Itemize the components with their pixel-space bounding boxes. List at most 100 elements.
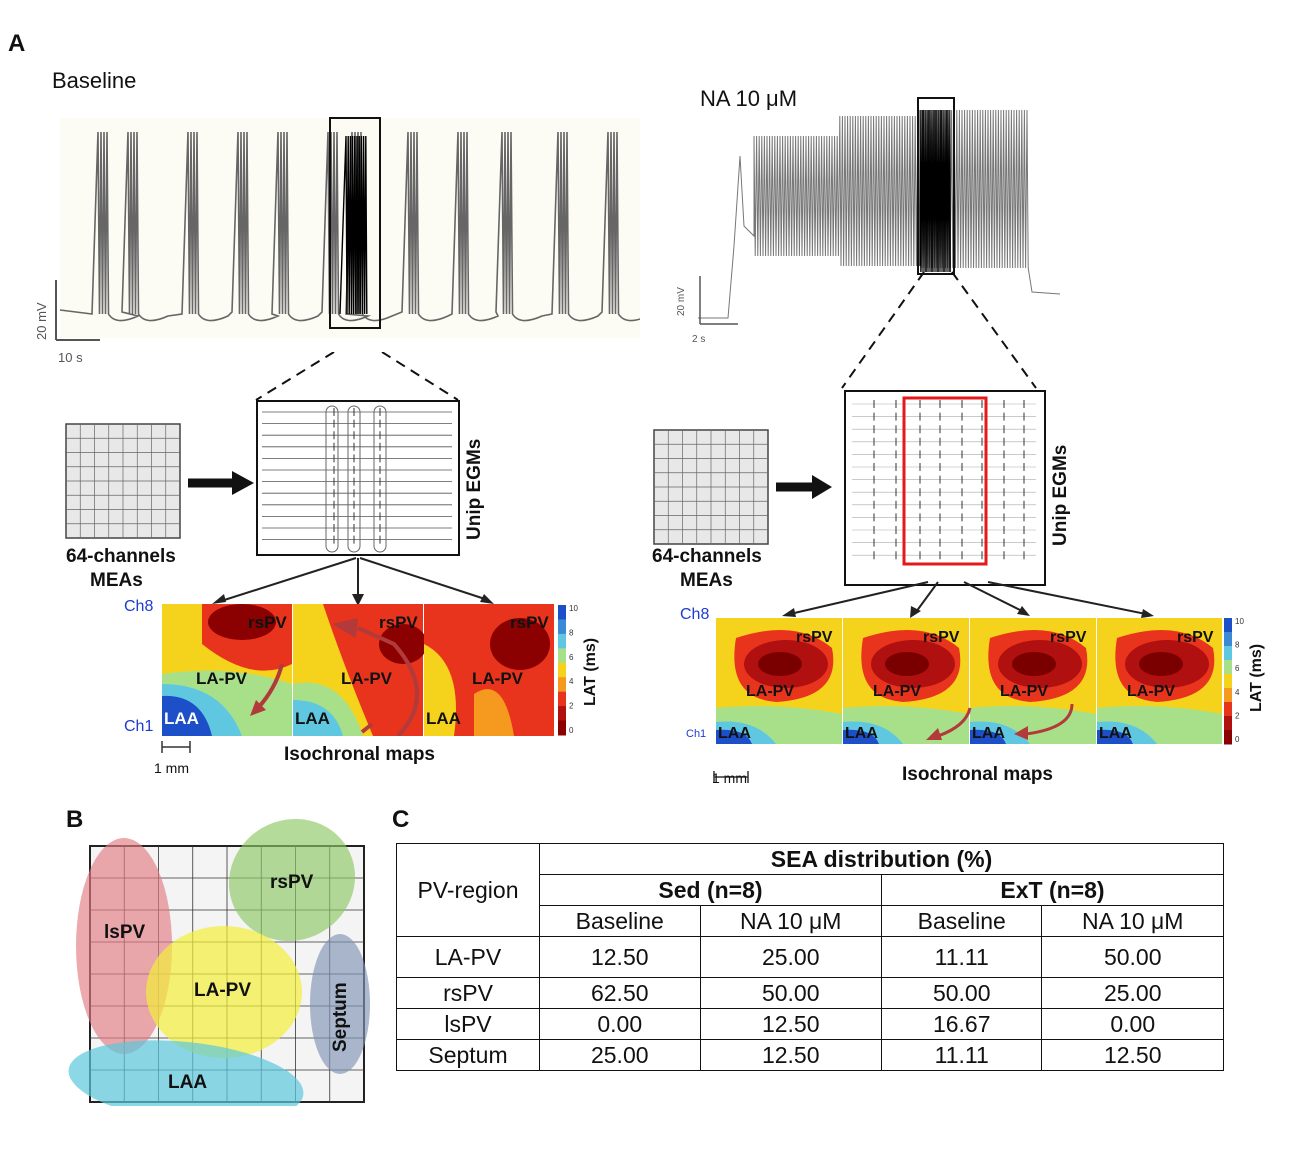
septum-region: [310, 934, 370, 1074]
baseline-zoom-lines: [255, 352, 459, 401]
table-cell: 12.50: [1041, 1039, 1224, 1071]
na-mea-label-1: 64-channels: [652, 546, 762, 567]
map-label-lapv: LA-PV: [873, 683, 921, 700]
na-ch1: Ch1: [686, 728, 707, 740]
na-map-arrows: [782, 581, 1154, 618]
colorbar-tick: 4: [569, 677, 574, 686]
map-label-lapv: LA-PV: [196, 669, 248, 688]
baseline-egm-label: Unip EGMs: [464, 438, 485, 540]
map-label-rspv: rsPV: [1050, 629, 1087, 646]
region-rspv-label: rsPV: [270, 872, 314, 893]
table-row: Septum 25.00 12.50 11.11 12.50: [396, 1039, 1224, 1071]
table-cell: 12.50: [539, 936, 701, 978]
na-scale-text: 1 mm: [712, 770, 747, 786]
map-label-rspv: rsPV: [510, 613, 549, 632]
map-label-rspv: rsPV: [1177, 629, 1214, 646]
na-egm-panel: [844, 390, 1046, 586]
colorbar-tick: 8: [1235, 641, 1240, 650]
na-ch8: Ch8: [680, 606, 710, 623]
baseline-mea-label-2: MEAs: [90, 570, 143, 591]
table-subcol: Baseline: [880, 905, 1043, 937]
map-label-laa: LAA: [295, 709, 330, 728]
na-mea-grid: [653, 429, 769, 545]
map-label-lapv: LA-PV: [1127, 683, 1175, 700]
baseline-mea-label-1: 64-channels: [66, 546, 176, 567]
table-main-header: SEA distribution (%): [539, 843, 1224, 875]
colorbar-tick: 6: [569, 653, 574, 662]
colorbar-tick: 8: [569, 628, 574, 637]
table-cell: 0.00: [1041, 1008, 1224, 1040]
table-cell: Septum: [396, 1039, 540, 1071]
baseline-scale-h: 10 s: [58, 350, 83, 365]
table-corner: [396, 843, 540, 875]
colorbar-tick: 6: [1235, 664, 1240, 673]
colorbar-tick: 0: [569, 726, 574, 735]
table-cell: 16.67: [880, 1008, 1043, 1040]
table-group-sed: Sed (n=8): [539, 874, 882, 906]
map-label-laa: LAA: [972, 725, 1005, 742]
baseline-ch8: Ch8: [124, 598, 154, 615]
region-laa-label: LAA: [168, 1072, 208, 1093]
region-lspv-label: lsPV: [104, 922, 146, 943]
baseline-trace: [55, 117, 640, 341]
map-label-laa: LAA: [845, 725, 878, 742]
baseline-scale-v: 20 mV: [34, 302, 49, 340]
colorbar-tick: 0: [1235, 735, 1240, 744]
lapv-region: [146, 926, 302, 1058]
table-row: rsPV 62.50 50.00 50.00 25.00: [396, 977, 1224, 1009]
table-cell: 12.50: [699, 1008, 882, 1040]
region-map: [68, 818, 370, 1106]
baseline-egm-panel: [256, 400, 460, 556]
table-cell: 12.50: [699, 1039, 882, 1071]
colorbar-tick: 2: [569, 702, 574, 711]
panel-c-letter: C: [392, 806, 410, 833]
table-group-ext: ExT (n=8): [880, 874, 1225, 906]
table-cell: rsPV: [396, 977, 540, 1009]
map-label-rspv: rsPV: [796, 629, 833, 646]
table-cell: 62.50: [539, 977, 701, 1009]
baseline-maps-label: Isochronal maps: [284, 744, 435, 765]
table-row: lsPV 0.00 12.50 16.67 0.00: [396, 1008, 1224, 1040]
na-colorbar-label: LAT (ms): [1248, 643, 1265, 712]
table-cell: 25.00: [1041, 977, 1224, 1009]
na-title: NA 10 μM: [700, 86, 798, 111]
panel-a-letter: A: [8, 30, 26, 57]
na-scale-h: 2 s: [692, 334, 706, 345]
map-label-laa: LAA: [164, 709, 199, 728]
map-label-rspv: rsPV: [923, 629, 960, 646]
rspv-region: [228, 818, 356, 942]
na-trace: [698, 97, 1061, 325]
colorbar-tick: 2: [1235, 711, 1240, 720]
map-label-laa: LAA: [426, 709, 461, 728]
panel-b-letter: B: [66, 806, 84, 833]
table-subcol: NA 10 μM: [1041, 905, 1224, 937]
colorbar-tick: 4: [1235, 688, 1240, 697]
table-cell: LA-PV: [396, 936, 540, 978]
map-label-lapv: LA-PV: [746, 683, 794, 700]
colorbar-tick: 10: [1235, 617, 1244, 626]
baseline-scale-text: 1 mm: [154, 760, 189, 776]
na-egm-label: Unip EGMs: [1050, 444, 1071, 546]
na-arrow: [776, 475, 832, 499]
table-row: LA-PV 12.50 25.00 11.11 50.00: [396, 936, 1224, 978]
laa-region: [68, 1040, 304, 1106]
map-label-lapv: LA-PV: [472, 669, 524, 688]
table-cell: lsPV: [396, 1008, 540, 1040]
table-subcol: NA 10 μM: [699, 905, 882, 937]
baseline-scale-bar: [161, 741, 191, 753]
baseline-arrow: [188, 471, 254, 495]
na-maps-label: Isochronal maps: [902, 764, 1053, 785]
baseline-title: Baseline: [52, 68, 137, 93]
table-cell: 11.11: [880, 936, 1043, 978]
region-lapv-label: LA-PV: [194, 980, 251, 1001]
baseline-ch1: Ch1: [124, 718, 154, 735]
na-scale-v: 20 mV: [676, 287, 687, 316]
table-cell: 25.00: [699, 936, 882, 978]
colorbar-tick: 10: [569, 604, 578, 613]
map-label-laa: LAA: [1099, 725, 1132, 742]
table-row-header: PV-region: [396, 874, 540, 906]
map-label-rspv: rsPV: [248, 613, 287, 632]
region-septum-label: Septum: [330, 982, 351, 1052]
baseline-mea-grid: [65, 423, 181, 539]
